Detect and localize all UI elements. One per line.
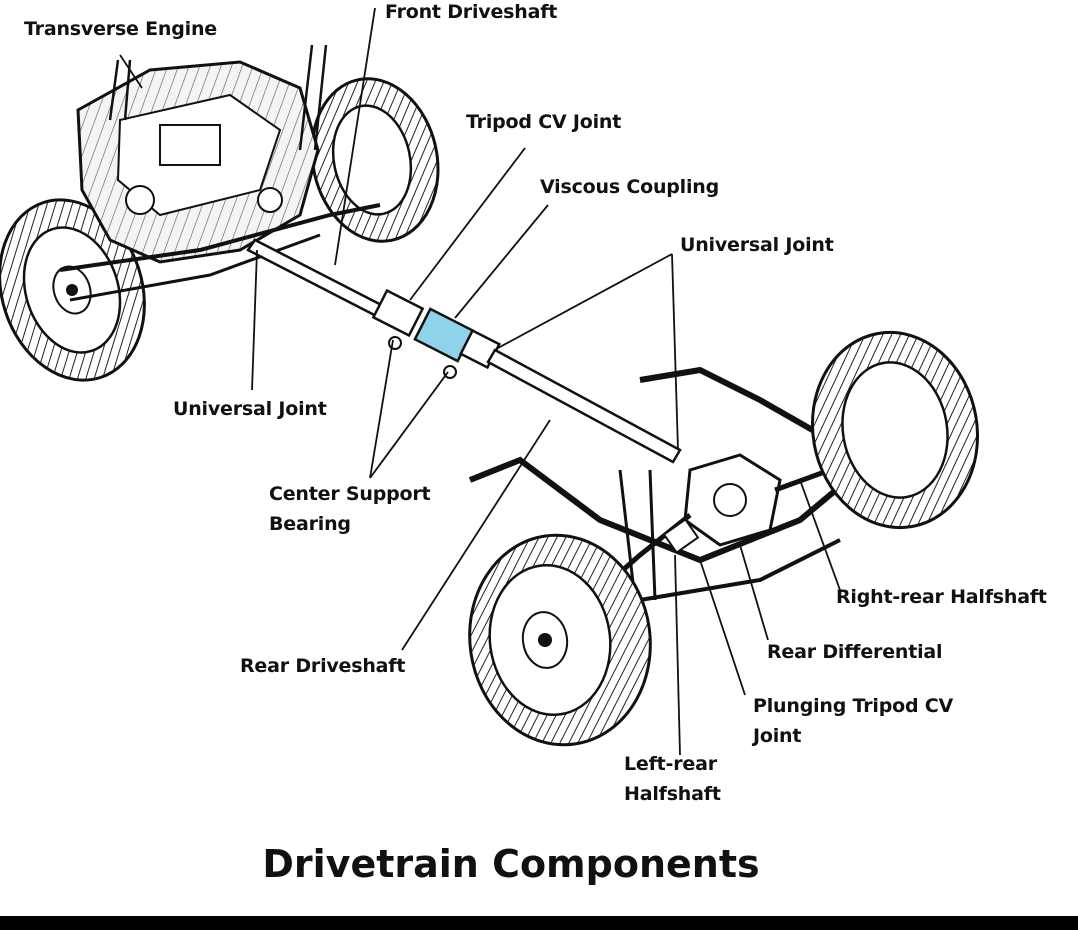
leader-left-rear-halfshaft [674,554,681,756]
bottom-bar [0,916,1078,930]
rear-left-wheel [468,533,652,747]
leader-universal-joint-left [251,249,258,391]
label-rear-differential: Rear Differential [767,641,943,663]
label-right-rear-halfshaft: Right-rear Halfshaft [836,586,1047,608]
leader-rear-differential [739,544,769,641]
leader-front-driveshaft [334,7,376,266]
leader-right-rear-halfshaft [799,479,841,591]
leader-plunging-tripod [699,559,746,696]
diagram-title: Drivetrain Components [262,842,760,886]
leader-universal-joint-right-b [671,253,679,451]
label-rear-driveshaft: Rear Driveshaft [240,655,406,677]
front-left-wheel [0,198,146,382]
label-center-support-bearing: Center Support Bearing [269,483,431,535]
leader-rear-driveshaft [401,419,551,651]
leader-center-support-b [369,371,449,479]
label-left-rear-halfshaft: Left-rear Halfshaft [624,753,721,805]
rear-right-wheel [810,330,980,530]
front-right-wheel [310,77,440,243]
engine-block [59,44,381,302]
driveshaft-assembly [246,238,682,464]
leader-lines [119,7,841,756]
label-universal-joint-right: Universal Joint [680,234,834,256]
label-transverse-engine: Transverse Engine [24,18,217,40]
label-front-driveshaft: Front Driveshaft [385,1,558,23]
leader-transverse-engine [119,54,143,89]
leader-viscous-coupling [454,204,549,319]
label-universal-joint-left: Universal Joint [173,398,327,420]
label-viscous-coupling: Viscous Coupling [540,176,720,198]
leader-universal-joint-right-a [497,253,673,349]
leader-tripod-cv-joint [409,147,526,301]
label-plunging-tripod-cv-joint: Plunging Tripod CV Joint [753,695,954,747]
label-tripod-cv-joint: Tripod CV Joint [466,111,622,133]
leader-center-support-a [369,339,394,479]
